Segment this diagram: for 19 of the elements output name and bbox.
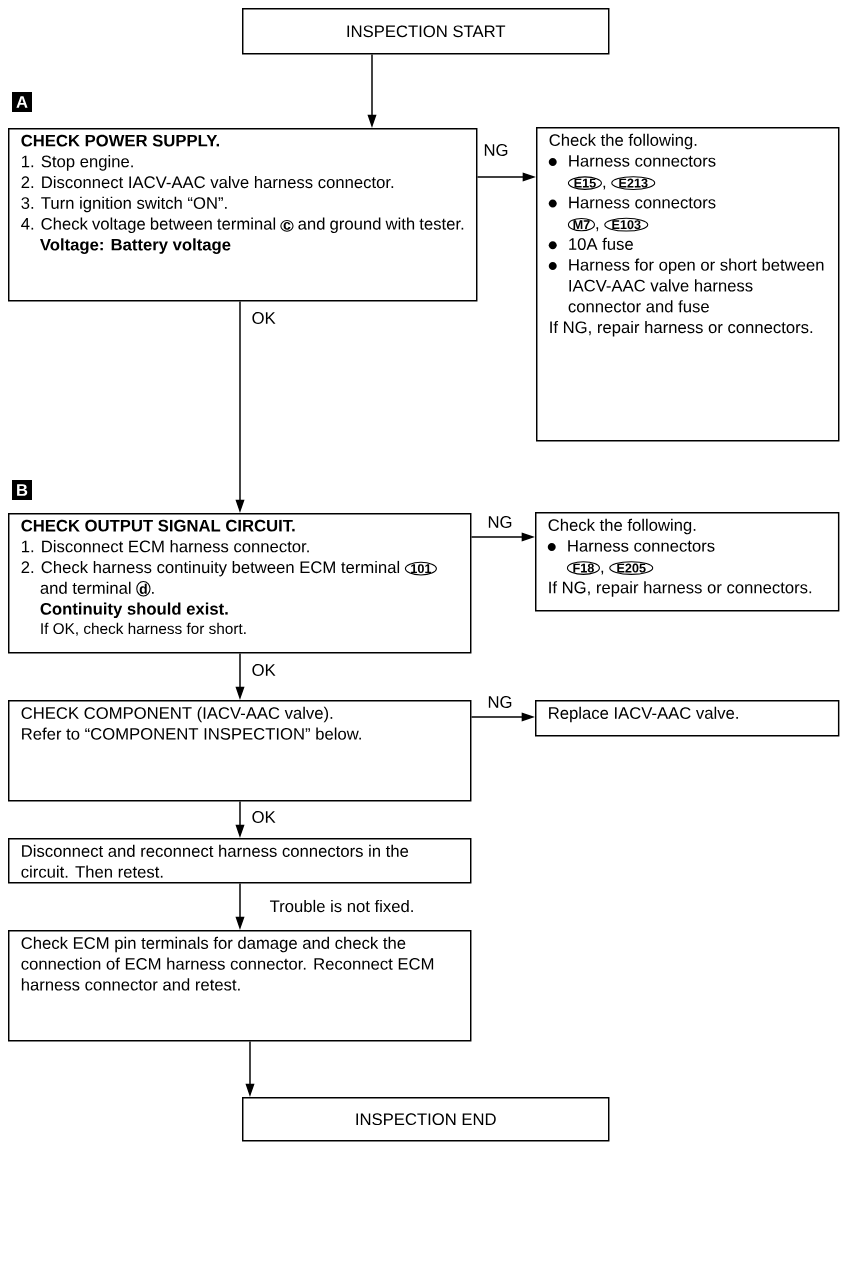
edge-label: OK [250,662,277,678]
step-box: INSPECTION START [242,8,610,55]
step-badge: B [12,480,32,500]
edge-label: NG [486,694,514,710]
step-box: CHECK OUTPUT SIGNAL CIRCUIT. 1. Disconnect ECM harness connector. 2. Check harness continuity between ECM terminal 101 and terminal d . Continuity should exist. If OK, check harness for short. [8,513,472,654]
step-box: Check the following. Harness connectors F18 , E205 If NG, repair harness or connectors. [535,512,840,612]
edge-label: NG [482,142,510,158]
step-box: CHECK COMPONENT (IACV-AAC valve). Refer to “COMPONENT INSPECTION” below. [8,700,472,802]
step-box: Check the following. Harness connectors E15 , E213 Harness connectors M7 , E103 10A fuse Harness for open or short between IACV-AAC valve harness connector and fuse If NG, repair harness or connectors. [536,127,840,442]
step-box: Check ECM pin terminals for damage and check the connection of ECM harness connector. Reconnect ECM harness connector and retest. [8,930,472,1042]
step-box: INSPECTION END [242,1097,610,1142]
step-box: Disconnect and reconnect harness connectors in the circuit. Then retest. [8,838,472,884]
step-box: CHECK POWER SUPPLY. 1. Stop engine. 2. Disconnect IACV-AAC valve harness connector. 3. Turn ignition switch “ON”. 4. Check voltage between terminal c and ground with tester. Voltage: Battery voltage [8,128,478,302]
edge-label: OK [250,310,277,326]
step-badge: A [12,92,32,112]
edge-label: Trouble is not fixed. [268,898,416,914]
step-box: Replace IACV-AAC valve. [535,700,840,737]
edge-label: OK [250,809,277,825]
edge-label: NG [486,514,514,530]
